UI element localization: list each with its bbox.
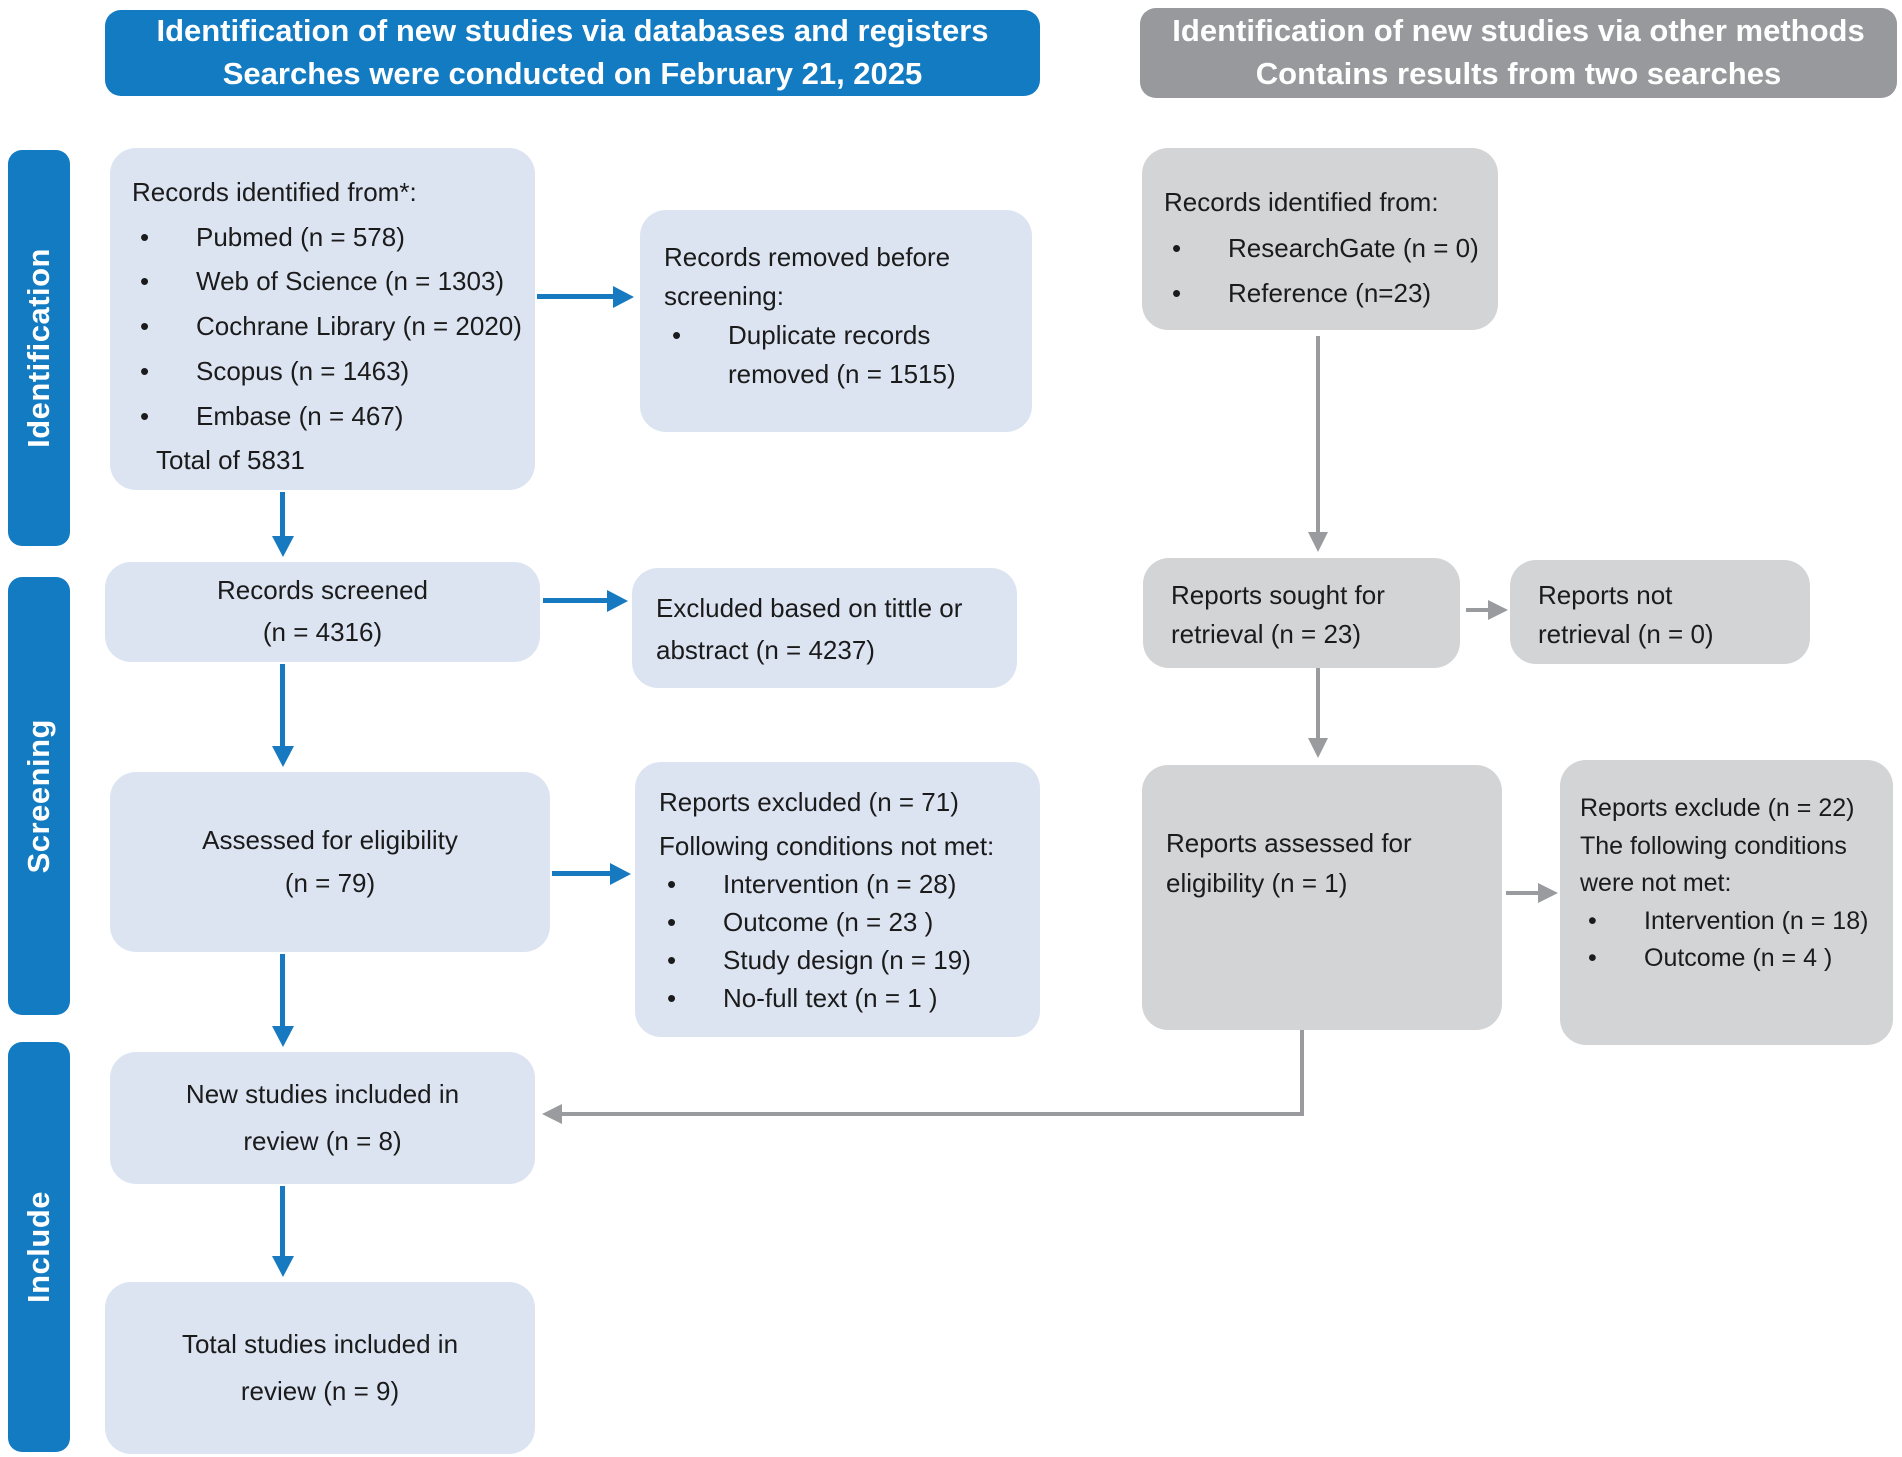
box-assessed-eligibility: Assessed for eligibility (n = 79) [110, 772, 550, 952]
box-records-removed: Records removed before screening: Duplic… [640, 210, 1032, 432]
reports-excluded-other-title: Reports exclude (n = 22) [1580, 794, 1855, 822]
new-studies-line2: review (n = 8) [243, 1126, 402, 1156]
list-item: ResearchGate (n = 0) [1164, 226, 1490, 272]
new-studies-line1: New studies included in [185, 1079, 460, 1110]
records-identified-other-title: Records identified from: [1164, 187, 1439, 217]
box-reports-not-retrieved: Reports not retrieval (n = 0) [1510, 560, 1810, 664]
header-other-methods-line2: Contains results from two searches [1255, 56, 1782, 91]
list-item: Cochrane Library (n = 2020) [132, 304, 527, 349]
reports-excluded-subtitle: Following conditions not met: [659, 830, 995, 861]
reports-excluded-title: Reports excluded (n = 71) [659, 787, 959, 817]
stage-screening: Screening [8, 577, 70, 1015]
reports-assessed-line1: Reports assessed for [1166, 828, 1412, 858]
total-studies-line2: review (n = 9) [240, 1376, 400, 1406]
excluded-title-abstract-line2: abstract (n = 4237) [656, 634, 875, 665]
assessed-eligibility-line1: Assessed for eligibility [202, 825, 458, 856]
stage-include-label: Include [21, 1190, 56, 1303]
records-identified-title: Records identified from*: [132, 177, 417, 207]
box-total-studies-included: Total studies included in review (n = 9) [105, 1282, 535, 1454]
box-new-studies-included: New studies included in review (n = 8) [110, 1052, 535, 1184]
list-item: Intervention (n = 28) [659, 866, 1032, 904]
list-item: Outcome (n = 23 ) [659, 904, 1032, 942]
box-reports-excluded: Reports excluded (n = 71) Following cond… [635, 762, 1040, 1037]
assessed-eligibility-line2: (n = 79) [284, 868, 376, 898]
records-identified-total: Total of 5831 [156, 445, 305, 476]
reports-assessed-line2: eligibility (n = 1) [1166, 868, 1348, 899]
list-item: Reference (n=23) [1164, 271, 1490, 317]
list-item: Outcome (n = 4 ) [1580, 940, 1885, 978]
records-removed-title-line1: Records removed before [664, 242, 951, 272]
box-excluded-title-abstract: Excluded based on tittle or abstract (n … [632, 568, 1017, 688]
box-reports-sought: Reports sought for retrieval (n = 23) [1143, 558, 1460, 668]
reports-sought-line1: Reports sought for [1171, 580, 1385, 610]
reports-not-retrieved-line1: Reports not [1538, 580, 1673, 610]
list-item: Pubmed (n = 578) [132, 215, 527, 260]
box-records-identified-other: Records identified from: ResearchGate (n… [1142, 148, 1498, 330]
list-item: Duplicate records removed (n = 1515) [664, 316, 1014, 394]
box-records-identified-databases: Records identified from*: Pubmed (n = 57… [110, 148, 535, 490]
stage-identification: Identification [8, 150, 70, 546]
header-databases-registers: Identification of new studies via databa… [105, 10, 1040, 96]
header-other-methods-line1: Identification of new studies via other … [1172, 13, 1865, 49]
reports-not-retrieved-line2: retrieval (n = 0) [1538, 619, 1714, 649]
list-item: Scopus (n = 1463) [132, 349, 527, 394]
stage-include: Include [8, 1042, 70, 1452]
header-databases-line2: Searches were conducted on February 21, … [222, 56, 923, 91]
excluded-title-abstract-line1: Excluded based on tittle or [656, 593, 963, 623]
records-screened-line1: Records screened [217, 575, 428, 606]
list-item: Web of Science (n = 1303) [132, 259, 527, 304]
total-studies-line1: Total studies included in [181, 1329, 459, 1360]
list-item: No-full text (n = 1 ) [659, 980, 1032, 1018]
list-item: Study design (n = 19) [659, 942, 1032, 980]
records-screened-line2: (n = 4316) [262, 617, 383, 647]
reports-sought-line2: retrieval (n = 23) [1171, 619, 1362, 649]
list-item: Embase (n = 467) [132, 394, 527, 439]
stage-screening-label: Screening [21, 718, 56, 874]
reports-excluded-other-subtitle-line1: The following conditions [1580, 831, 1847, 860]
header-other-methods: Identification of new studies via other … [1140, 8, 1897, 98]
box-records-screened: Records screened (n = 4316) [105, 562, 540, 662]
box-reports-assessed: Reports assessed for eligibility (n = 1) [1142, 765, 1502, 1030]
stage-identification-label: Identification [21, 248, 56, 448]
reports-excluded-other-subtitle-line2: were not met: [1580, 869, 1732, 897]
list-item: Intervention (n = 18) [1580, 903, 1885, 941]
records-removed-title-line2: screening: [664, 281, 784, 311]
header-databases-line1: Identification of new studies via databa… [156, 13, 989, 49]
box-reports-excluded-other: Reports exclude (n = 22) The following c… [1560, 760, 1893, 1045]
